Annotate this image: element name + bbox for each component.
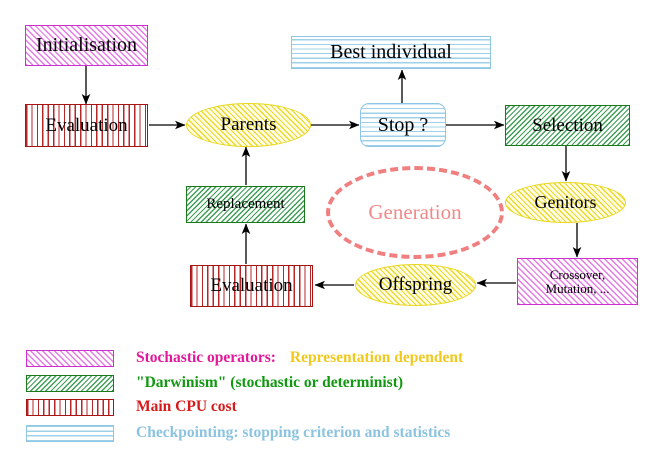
node-generation-label: Generation [368, 200, 462, 224]
node-parents-label: Parents [220, 114, 277, 136]
legend-row-stochastic: Stochastic operators: Representation dep… [26, 346, 463, 370]
node-evaluation-top-label: Evaluation [45, 114, 128, 136]
node-replacement-label: Replacement [206, 195, 285, 212]
legend-label-darwinism: "Darwinism" (stochastic or determinist) [136, 374, 404, 391]
node-parents[interactable]: Parents [186, 103, 311, 147]
node-genitors-label: Genitors [534, 192, 597, 213]
node-generation: Generation [326, 166, 504, 259]
node-selection-label: Selection [532, 114, 603, 136]
node-offspring[interactable]: Offspring [355, 264, 476, 306]
node-stop-label: Stop ? [377, 113, 429, 136]
node-offspring-label: Offspring [378, 274, 453, 296]
node-best-individual[interactable]: Best individual [291, 36, 491, 69]
legend-label-checkpointing: Checkpointing: stopping criterion and st… [136, 424, 451, 441]
node-replacement[interactable]: Replacement [186, 186, 305, 223]
legend-label-stochastic: Stochastic operators: [136, 349, 276, 366]
node-operators-label-line1: Crossover, [549, 266, 606, 282]
node-evaluation-top[interactable]: Evaluation [25, 104, 148, 147]
legend-swatch-blue [26, 424, 114, 442]
legend-label-representation: Representation dependent [289, 349, 464, 366]
legend-row-cpu: Main CPU cost [26, 395, 237, 419]
node-initialisation[interactable]: Initialisation [25, 25, 148, 66]
node-operators-label-line2: Mutation, ... [545, 280, 610, 296]
node-selection[interactable]: Selection [505, 105, 630, 146]
legend-row-darwinism: "Darwinism" (stochastic or determinist) [26, 371, 403, 395]
legend-label-cpu: Main CPU cost [136, 398, 237, 415]
legend-swatch-green [26, 374, 114, 392]
legend-swatch-magenta [26, 349, 114, 367]
node-evaluation-bottom-label: Evaluation [210, 275, 293, 297]
node-genitors[interactable]: Genitors [505, 182, 626, 223]
node-initialisation-label: Initialisation [35, 34, 138, 56]
node-stop[interactable]: Stop ? [360, 103, 446, 147]
legend-swatch-red [26, 398, 114, 416]
node-operators[interactable]: Crossover, Mutation, ... [517, 258, 638, 305]
node-evaluation-bottom[interactable]: Evaluation [190, 265, 313, 307]
legend-row-checkpointing: Checkpointing: stopping criterion and st… [26, 421, 450, 445]
node-best-individual-label: Best individual [330, 41, 452, 63]
